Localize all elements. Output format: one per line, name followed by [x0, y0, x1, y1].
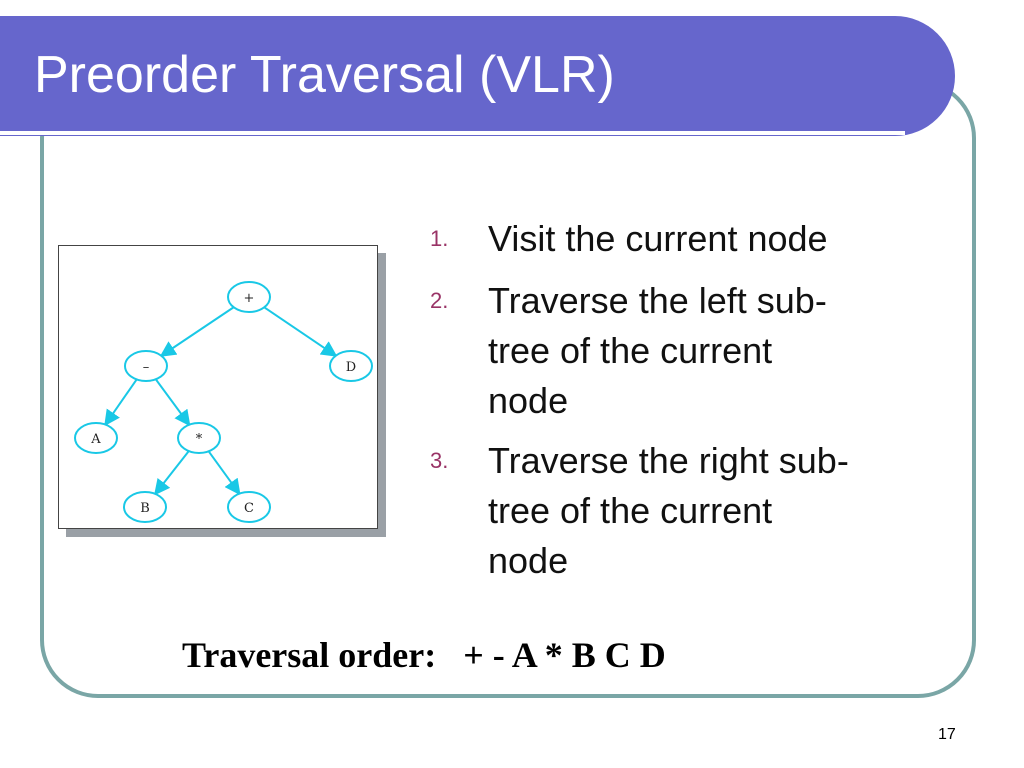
traversal-order-line: Traversal order: + - A * B C D: [182, 634, 666, 676]
tree-node-label: C: [244, 501, 254, 516]
tree-edge-star-b: [154, 450, 190, 496]
tree-node-label: B: [140, 501, 150, 516]
tree-node-circle: [329, 350, 373, 382]
tree-node-plus: +: [227, 281, 271, 313]
title-band: [0, 16, 955, 136]
tree-node-a: A: [74, 422, 118, 454]
step-text-line: tree of the current: [488, 330, 773, 371]
tree-edge-minus-a: [104, 378, 138, 427]
tree-node-circle: [74, 422, 118, 454]
step-text-line: node: [488, 380, 569, 421]
tree-node-star: *: [177, 422, 221, 454]
tree-node-circle: [177, 422, 221, 454]
traversal-order-label: Traversal order:: [182, 635, 437, 675]
tree-node-circle: [227, 491, 271, 523]
tree-node-circle: [124, 350, 168, 382]
tree-node-label: –: [143, 360, 150, 375]
tree-edge-plus-minus: [159, 306, 235, 357]
tree-node-c: C: [227, 491, 271, 523]
tree-node-label: *: [196, 432, 203, 447]
tree-node-minus: –: [124, 350, 168, 382]
title-underline: [0, 131, 905, 135]
tree-node-circle: [123, 491, 167, 523]
tree-edge-star-c: [207, 450, 241, 496]
step-text-line: tree of the current: [488, 490, 773, 531]
tree-node-b: B: [123, 491, 167, 523]
step-number: 2.: [430, 288, 449, 313]
tree-node-label: +: [244, 291, 255, 306]
tree-diagram-panel: + – D A * B C: [58, 245, 378, 529]
tree-node-label: D: [346, 360, 356, 375]
page-number: 17: [938, 726, 956, 743]
tree-edge-minus-star: [154, 378, 191, 427]
step-text-line: Traverse the left sub-: [488, 280, 827, 321]
tree-edge-plus-d: [263, 306, 338, 357]
tree-node-label: A: [90, 432, 101, 447]
step-number: 1.: [430, 226, 449, 251]
step-text-line: Traverse the right sub-: [488, 440, 849, 481]
step-text-line: node: [488, 540, 569, 581]
tree-node-circle: [227, 281, 271, 313]
step-text-line: Visit the current node: [488, 218, 828, 259]
step-number: 3.: [430, 448, 449, 473]
tree-node-d: D: [329, 350, 373, 382]
expression-tree: + – D A * B C: [74, 281, 373, 523]
slide-title: Preorder Traversal (VLR): [34, 46, 615, 104]
traversal-order-sequence: + - A * B C D: [463, 635, 666, 675]
